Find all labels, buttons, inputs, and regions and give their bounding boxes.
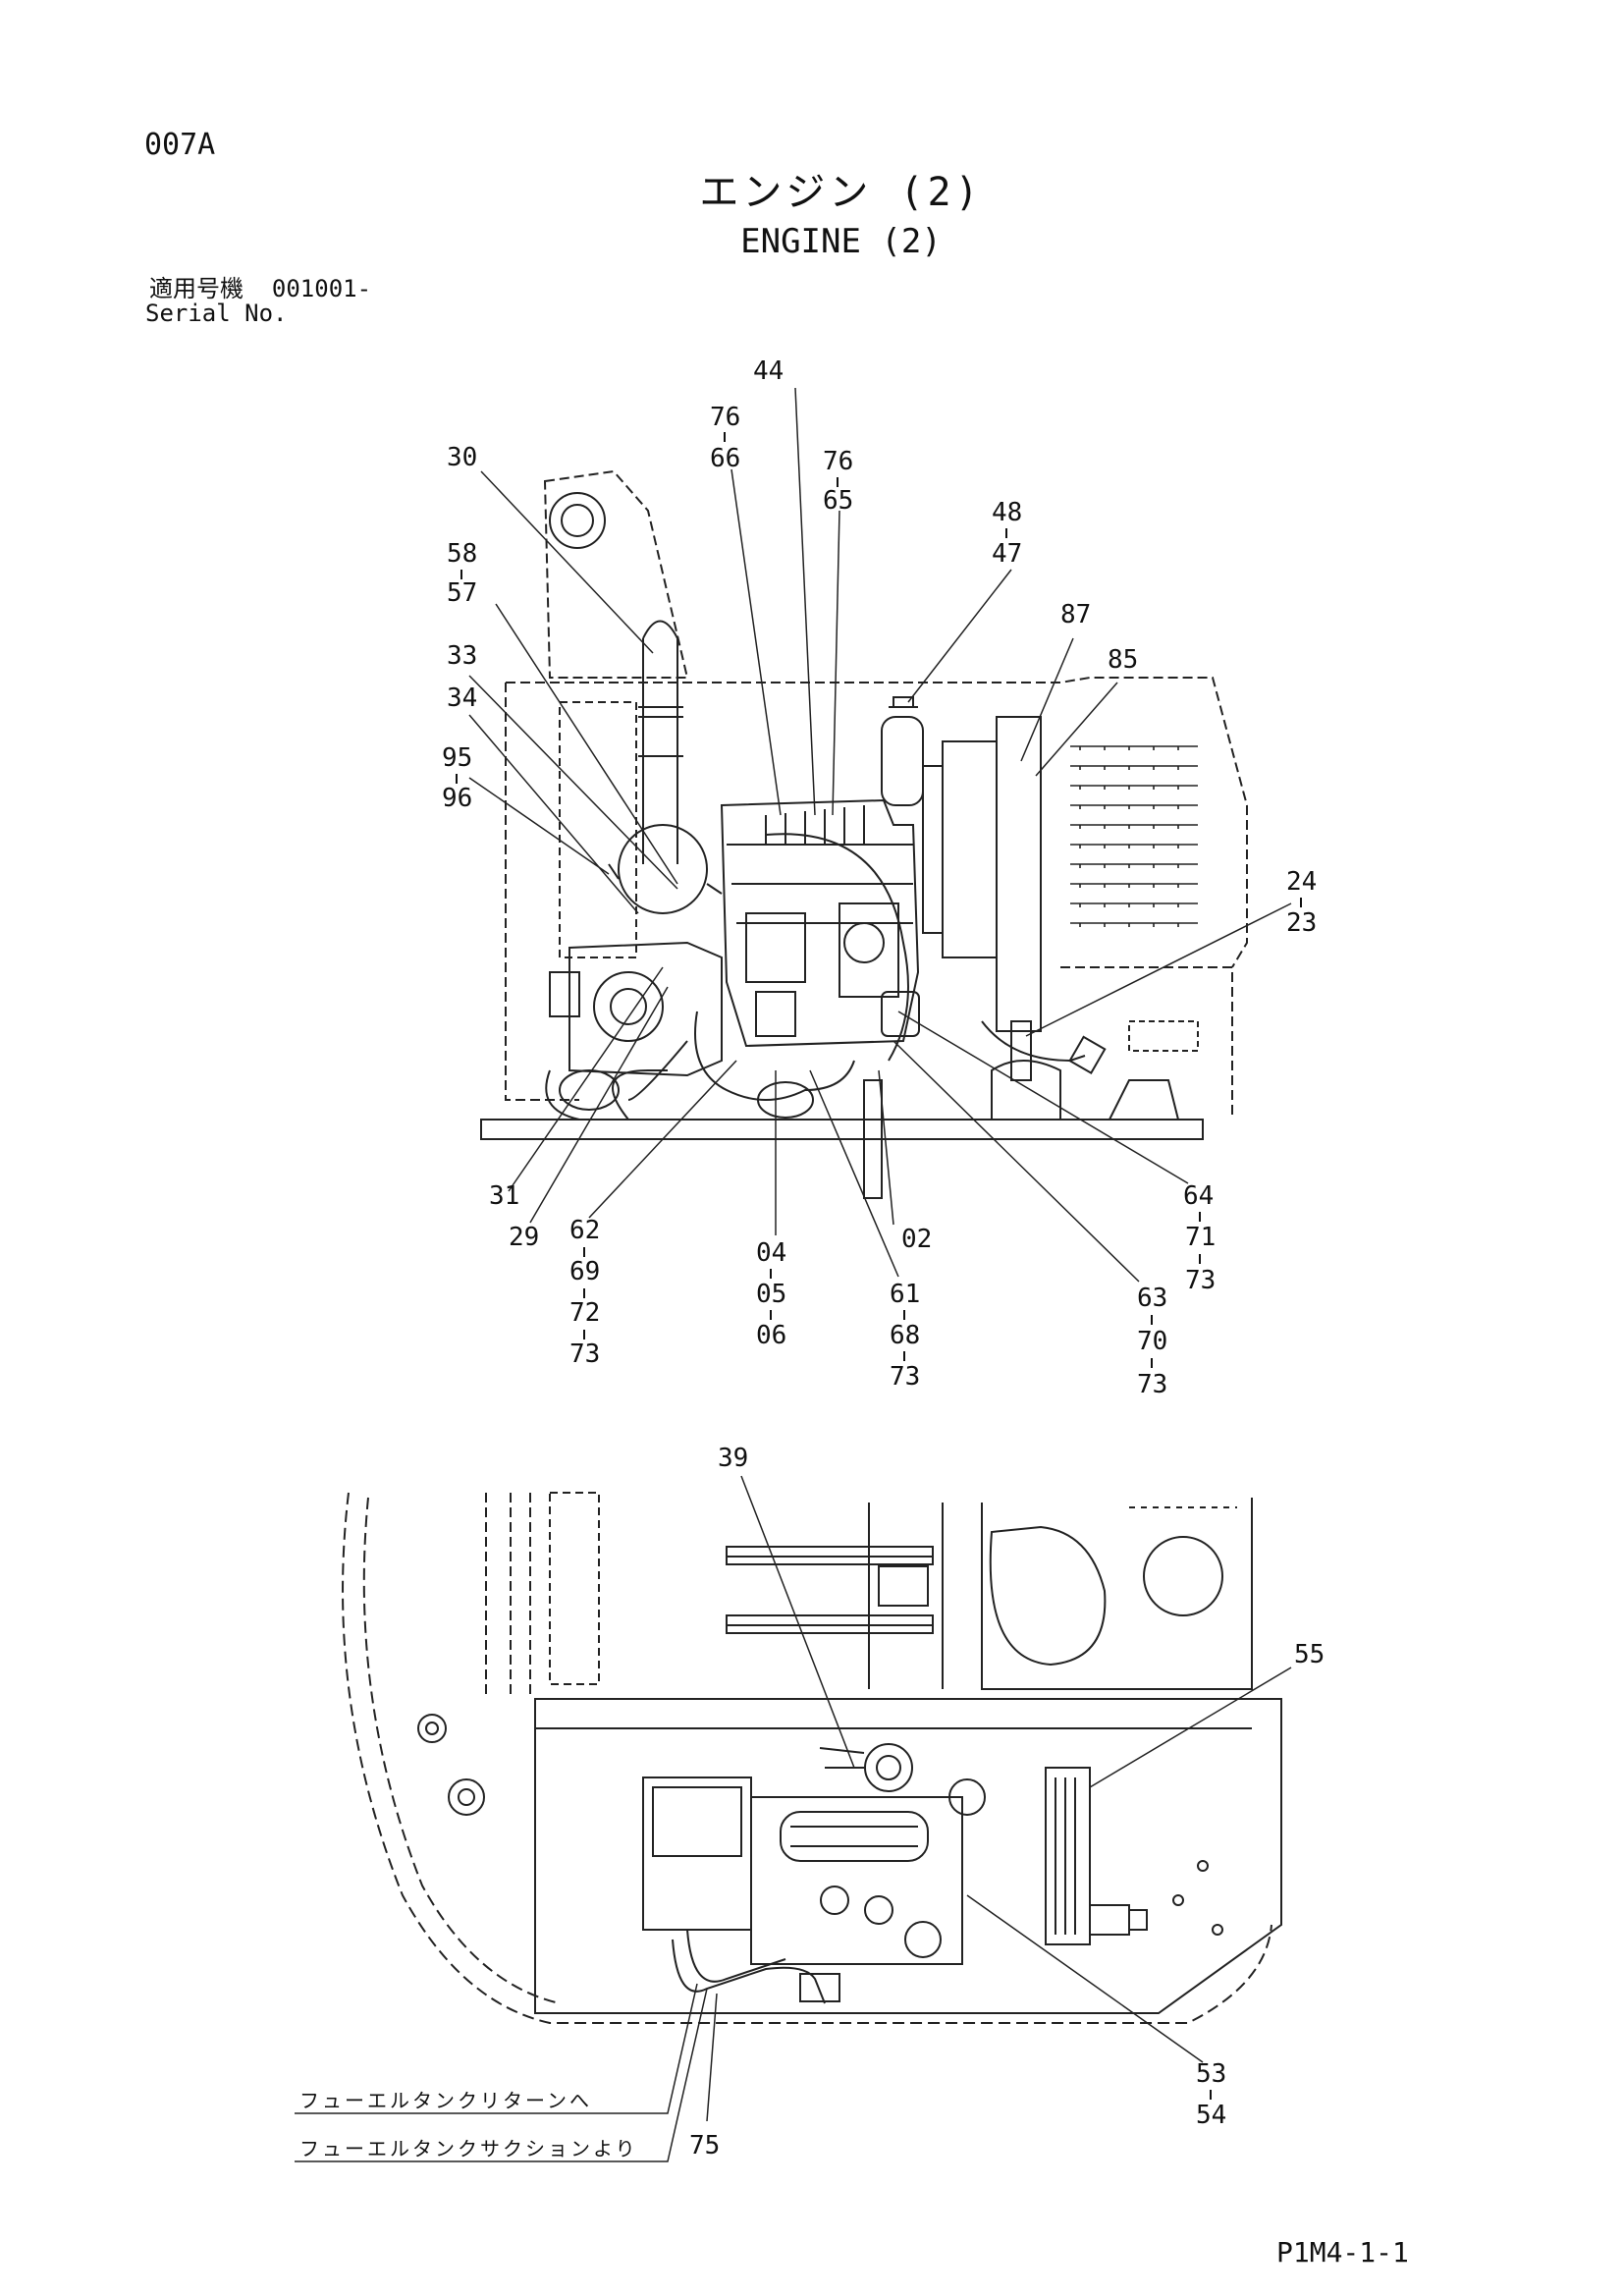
part-label: 53 xyxy=(1196,2059,1226,2089)
part-label: 61 xyxy=(890,1280,920,1309)
part-label: 30 xyxy=(447,443,477,472)
part-label: 34 xyxy=(447,683,477,713)
part-label: 76 xyxy=(710,403,740,432)
part-label: 48 xyxy=(992,498,1022,527)
part-label: 04 xyxy=(756,1238,786,1268)
part-label: 75 xyxy=(689,2131,720,2160)
part-label: 39 xyxy=(718,1444,748,1473)
side-view-labels: 44 76 66 76 65 30 48 47 58 57 87 33 85 3… xyxy=(442,356,1317,1399)
part-label: 76 xyxy=(823,447,853,476)
fuel-tank-suction-callout: フューエルタンクサクションより xyxy=(299,2137,638,2160)
side-view-engine xyxy=(480,469,1248,1199)
part-label: 85 xyxy=(1108,645,1138,675)
part-label: 29 xyxy=(509,1223,539,1252)
part-label: 02 xyxy=(901,1225,932,1254)
page-title-english: ENGINE (2) xyxy=(740,222,942,261)
top-view-labels: 39 55 53 54 75 フューエルタンクリターンへ フューエルタンクサクシ… xyxy=(299,1444,1325,2160)
part-label: 33 xyxy=(447,641,477,671)
page-code: 007A xyxy=(144,128,216,162)
part-label: 31 xyxy=(489,1181,519,1211)
part-label: 06 xyxy=(756,1321,786,1350)
part-label: 95 xyxy=(442,743,472,773)
part-label: 87 xyxy=(1060,600,1091,629)
part-label: 64 xyxy=(1183,1181,1214,1211)
fuel-tank-return-callout: フューエルタンクリターンへ xyxy=(299,2089,592,2112)
part-label: 55 xyxy=(1294,1640,1325,1669)
label-separators xyxy=(456,432,1302,2100)
part-label: 65 xyxy=(823,486,853,516)
top-view-leader-lines xyxy=(295,1475,1292,2162)
top-view-engine xyxy=(342,1492,1282,2024)
part-label: 05 xyxy=(756,1280,786,1309)
page-number: P1M4-1-1 xyxy=(1276,2236,1409,2269)
part-label: 44 xyxy=(753,356,784,386)
part-label: 69 xyxy=(569,1257,600,1286)
part-label: 73 xyxy=(890,1362,920,1392)
part-label: 73 xyxy=(569,1339,600,1369)
part-label: 66 xyxy=(710,444,740,473)
part-label: 71 xyxy=(1185,1223,1216,1252)
side-view-leader-lines xyxy=(468,387,1292,1283)
part-label: 23 xyxy=(1286,908,1317,938)
page-title-japanese: エンジン (2) xyxy=(699,170,983,215)
part-label: 73 xyxy=(1185,1266,1216,1295)
part-label: 96 xyxy=(442,784,472,813)
part-label: 70 xyxy=(1137,1327,1167,1356)
part-label: 57 xyxy=(447,578,477,608)
part-label: 62 xyxy=(569,1216,600,1245)
part-label: 24 xyxy=(1286,867,1317,897)
part-label: 68 xyxy=(890,1321,920,1350)
serial-label-english: Serial No. xyxy=(145,300,288,327)
serial-label-japanese: 適用号機 001001- xyxy=(149,275,372,302)
part-label: 72 xyxy=(569,1298,600,1328)
part-label: 73 xyxy=(1137,1370,1167,1399)
part-label: 58 xyxy=(447,539,477,569)
part-label: 63 xyxy=(1137,1284,1167,1313)
part-label: 47 xyxy=(992,539,1022,569)
part-label: 54 xyxy=(1196,2101,1226,2130)
